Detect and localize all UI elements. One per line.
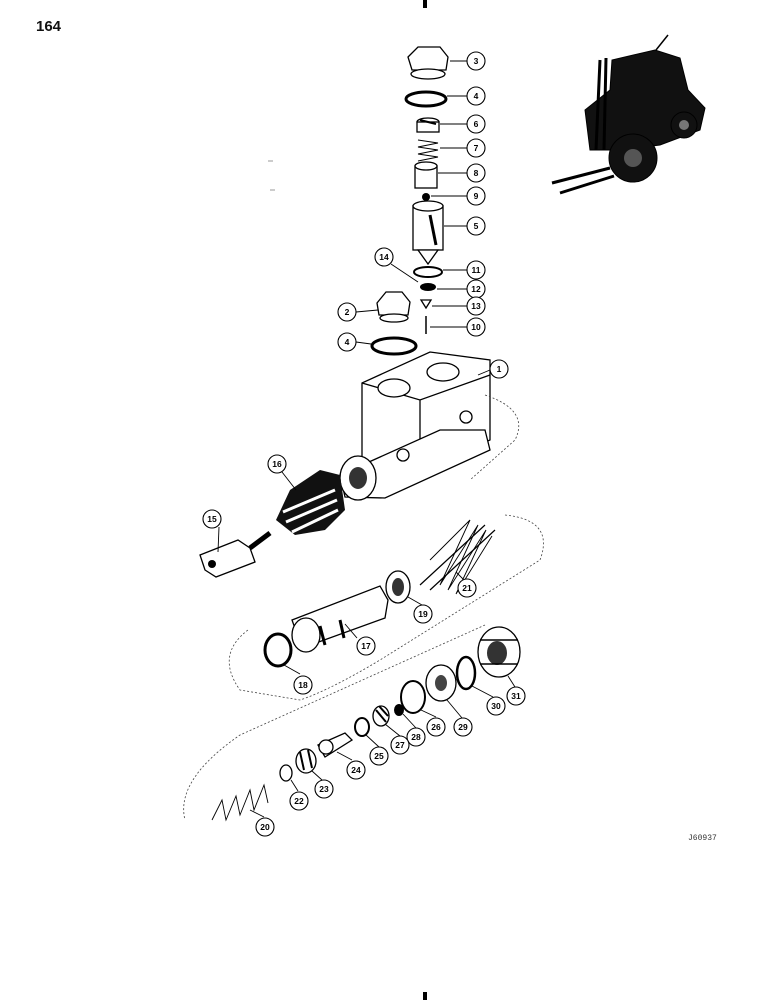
svg-text:15: 15 xyxy=(207,514,217,524)
callout-1: 1 xyxy=(489,359,509,379)
svg-text:26: 26 xyxy=(431,722,441,732)
callout-12: 12 xyxy=(466,279,486,299)
master-cylinder-housing xyxy=(339,351,491,501)
callout-6: 6 xyxy=(466,114,486,134)
svg-text:23: 23 xyxy=(319,784,329,794)
svg-text:19: 19 xyxy=(418,609,428,619)
svg-text:9: 9 xyxy=(474,191,479,201)
svg-text:11: 11 xyxy=(472,265,481,275)
callout-5: 5 xyxy=(466,216,486,236)
svg-text:14: 14 xyxy=(379,252,389,262)
svg-text:21: 21 xyxy=(462,583,472,593)
svg-text:6: 6 xyxy=(474,119,479,129)
svg-text:22: 22 xyxy=(294,796,304,806)
callout-20: 20 xyxy=(255,817,275,837)
piston-group xyxy=(263,519,496,668)
callout-16: 16 xyxy=(267,454,287,474)
svg-text:10: 10 xyxy=(471,322,481,332)
svg-text:12: 12 xyxy=(471,284,481,294)
drawing-id: J60937 xyxy=(688,834,717,843)
callout-9: 9 xyxy=(466,186,486,206)
callout-4-upper: 4 xyxy=(466,86,486,106)
boot-and-push-rod xyxy=(199,470,345,578)
callout-22: 22 xyxy=(289,791,309,811)
callout-7: 7 xyxy=(466,138,486,158)
callout-28: 28 xyxy=(406,727,426,747)
leader-lines xyxy=(217,60,516,818)
callout-23: 23 xyxy=(314,779,334,799)
svg-text:31: 31 xyxy=(511,691,521,701)
svg-text:18: 18 xyxy=(298,680,308,690)
svg-text:28: 28 xyxy=(411,732,421,742)
top-page-mark xyxy=(423,0,427,8)
svg-text:3: 3 xyxy=(474,56,479,66)
callout-10: 10 xyxy=(466,317,486,337)
svg-text:4: 4 xyxy=(345,337,350,347)
callout-17: 17 xyxy=(356,636,376,656)
callout-26: 26 xyxy=(426,717,446,737)
svg-text:1: 1 xyxy=(497,364,502,374)
svg-text:13: 13 xyxy=(471,301,481,311)
svg-text:27: 27 xyxy=(395,740,405,750)
callout-21: 21 xyxy=(457,578,477,598)
svg-text:24: 24 xyxy=(351,765,361,775)
svg-text:16: 16 xyxy=(272,459,282,469)
callout-14: 14 xyxy=(374,247,394,267)
upper-valve-parts xyxy=(370,46,449,356)
callout-13: 13 xyxy=(466,296,486,316)
callout-4-lower: 4 xyxy=(337,332,357,352)
page-number: 164 xyxy=(36,18,62,35)
svg-text:30: 30 xyxy=(491,701,501,711)
svg-text:8: 8 xyxy=(474,168,479,178)
callout-3: 3 xyxy=(466,51,486,71)
callout-25: 25 xyxy=(369,746,389,766)
svg-text:25: 25 xyxy=(374,751,384,761)
svg-text:2: 2 xyxy=(345,307,350,317)
bottom-page-mark xyxy=(423,992,427,1000)
svg-text:7: 7 xyxy=(474,143,479,153)
forklift-silhouette-icon xyxy=(551,34,706,195)
callout-29: 29 xyxy=(453,717,473,737)
svg-text:20: 20 xyxy=(260,822,270,832)
svg-text:29: 29 xyxy=(458,722,468,732)
svg-text:5: 5 xyxy=(474,221,479,231)
callout-2: 2 xyxy=(337,302,357,322)
callout-19: 19 xyxy=(413,604,433,624)
callout-8: 8 xyxy=(466,163,486,183)
callout-31: 31 xyxy=(506,686,526,706)
callout-30: 30 xyxy=(486,696,506,716)
check-valve-group xyxy=(211,626,521,822)
svg-text:4: 4 xyxy=(474,91,479,101)
callout-24: 24 xyxy=(346,760,366,780)
callout-27: 27 xyxy=(390,735,410,755)
callout-11: 11 xyxy=(466,260,486,280)
svg-text:17: 17 xyxy=(361,641,371,651)
callout-15: 15 xyxy=(202,509,222,529)
callout-18: 18 xyxy=(293,675,313,695)
